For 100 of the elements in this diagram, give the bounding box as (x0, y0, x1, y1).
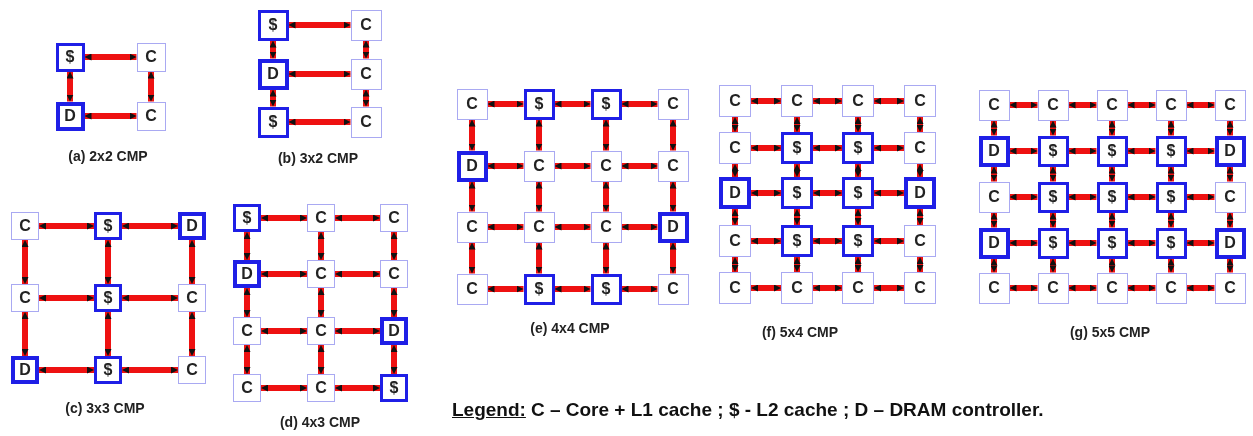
link-arrow (990, 166, 998, 182)
mesh-node: C (136, 101, 166, 131)
mesh-node: C (523, 150, 555, 182)
mesh-node: D (233, 260, 261, 288)
link-arrow (813, 189, 842, 197)
link-arrow (1068, 193, 1097, 201)
link-arrow (751, 144, 781, 152)
link-arrow (621, 100, 658, 108)
mesh-node: C (11, 212, 39, 240)
link-arrow (487, 285, 524, 293)
link-arrow (84, 112, 137, 120)
mesh-node: C (178, 284, 206, 312)
link-arrow (21, 240, 29, 284)
mesh-node: $ (842, 132, 874, 164)
link-arrow (1108, 258, 1116, 273)
link-arrow (1009, 193, 1038, 201)
link-arrow (288, 70, 351, 78)
mesh-node: $ (257, 106, 289, 138)
mesh-node: C (719, 85, 751, 117)
link-arrow (1226, 120, 1234, 136)
link-arrow (261, 384, 307, 392)
link-arrow (487, 223, 524, 231)
link-arrow (1186, 101, 1215, 109)
link-arrow (487, 100, 524, 108)
mesh-node: C (904, 85, 936, 117)
mesh-node: $ (94, 356, 122, 384)
link-arrow (990, 212, 998, 228)
link-arrow (793, 164, 801, 177)
mesh-node: $ (233, 204, 261, 232)
link-arrow (874, 97, 904, 105)
mesh-node: C (456, 211, 488, 243)
mesh-node: C (842, 272, 874, 304)
link-arrow (916, 209, 924, 225)
link-arrow (554, 223, 591, 231)
link-arrow (621, 223, 658, 231)
link-arrow (1068, 101, 1097, 109)
link-arrow (731, 117, 739, 132)
mesh-node: $ (94, 284, 122, 312)
link-arrow (874, 237, 904, 245)
mesh-node: C (456, 88, 488, 120)
mesh-node: C (1214, 89, 1246, 121)
link-arrow (751, 189, 781, 197)
link-arrow (854, 164, 862, 177)
mesh-node: C (978, 272, 1010, 304)
mesh-node: C (1214, 272, 1246, 304)
link-arrow (122, 366, 178, 374)
link-arrow (122, 222, 178, 230)
link-arrow (39, 366, 94, 374)
mesh-node: C (456, 273, 488, 305)
link-arrow (1186, 193, 1215, 201)
mesh-node: D (456, 150, 488, 182)
caption: (e) 4x4 CMP (530, 319, 610, 338)
mesh-node: C (978, 181, 1010, 213)
mesh-node: D (978, 135, 1010, 167)
mesh-node: C (380, 204, 408, 232)
caption: (d) 4x3 CMP (279, 413, 361, 432)
link-arrow (288, 118, 351, 126)
link-arrow (1108, 120, 1116, 136)
link-arrow (602, 119, 610, 151)
mesh-node: $ (781, 132, 813, 164)
mesh-node: C (1214, 181, 1246, 213)
link-arrow (916, 117, 924, 132)
link-arrow (104, 312, 112, 356)
link-arrow (1009, 239, 1038, 247)
link-arrow (390, 288, 398, 317)
legend-heading: Legend: (452, 398, 526, 422)
link-arrow (854, 257, 862, 272)
link-arrow (793, 257, 801, 272)
link-arrow (487, 162, 524, 170)
mesh-node: C (978, 89, 1010, 121)
link-arrow (535, 119, 543, 151)
mesh-node: C (719, 225, 751, 257)
link-arrow (621, 285, 658, 293)
link-arrow (813, 97, 842, 105)
link-arrow (669, 181, 677, 212)
link-arrow (1127, 284, 1156, 292)
link-arrow (1186, 147, 1215, 155)
mesh-node: $ (1037, 181, 1069, 213)
link-arrow (669, 242, 677, 274)
link-arrow (39, 222, 94, 230)
link-arrow (1068, 147, 1097, 155)
link-arrow (390, 345, 398, 374)
mesh-node: C (307, 204, 335, 232)
mesh-node: D (1214, 135, 1246, 167)
link-arrow (269, 89, 277, 107)
mesh-node: C (590, 150, 622, 182)
link-arrow (1186, 239, 1215, 247)
mesh-node: C (307, 374, 335, 402)
link-arrow (317, 345, 325, 374)
link-arrow (535, 181, 543, 212)
link-arrow (554, 162, 591, 170)
link-arrow (874, 284, 904, 292)
mesh-node: $ (94, 212, 122, 240)
caption: (c) 3x3 CMP (65, 399, 145, 418)
mesh-node: C (590, 211, 622, 243)
mesh-node: C (781, 272, 813, 304)
link-arrow (1226, 166, 1234, 182)
link-arrow (1226, 258, 1234, 273)
mesh-node: C (842, 85, 874, 117)
mesh-node: C (307, 260, 335, 288)
